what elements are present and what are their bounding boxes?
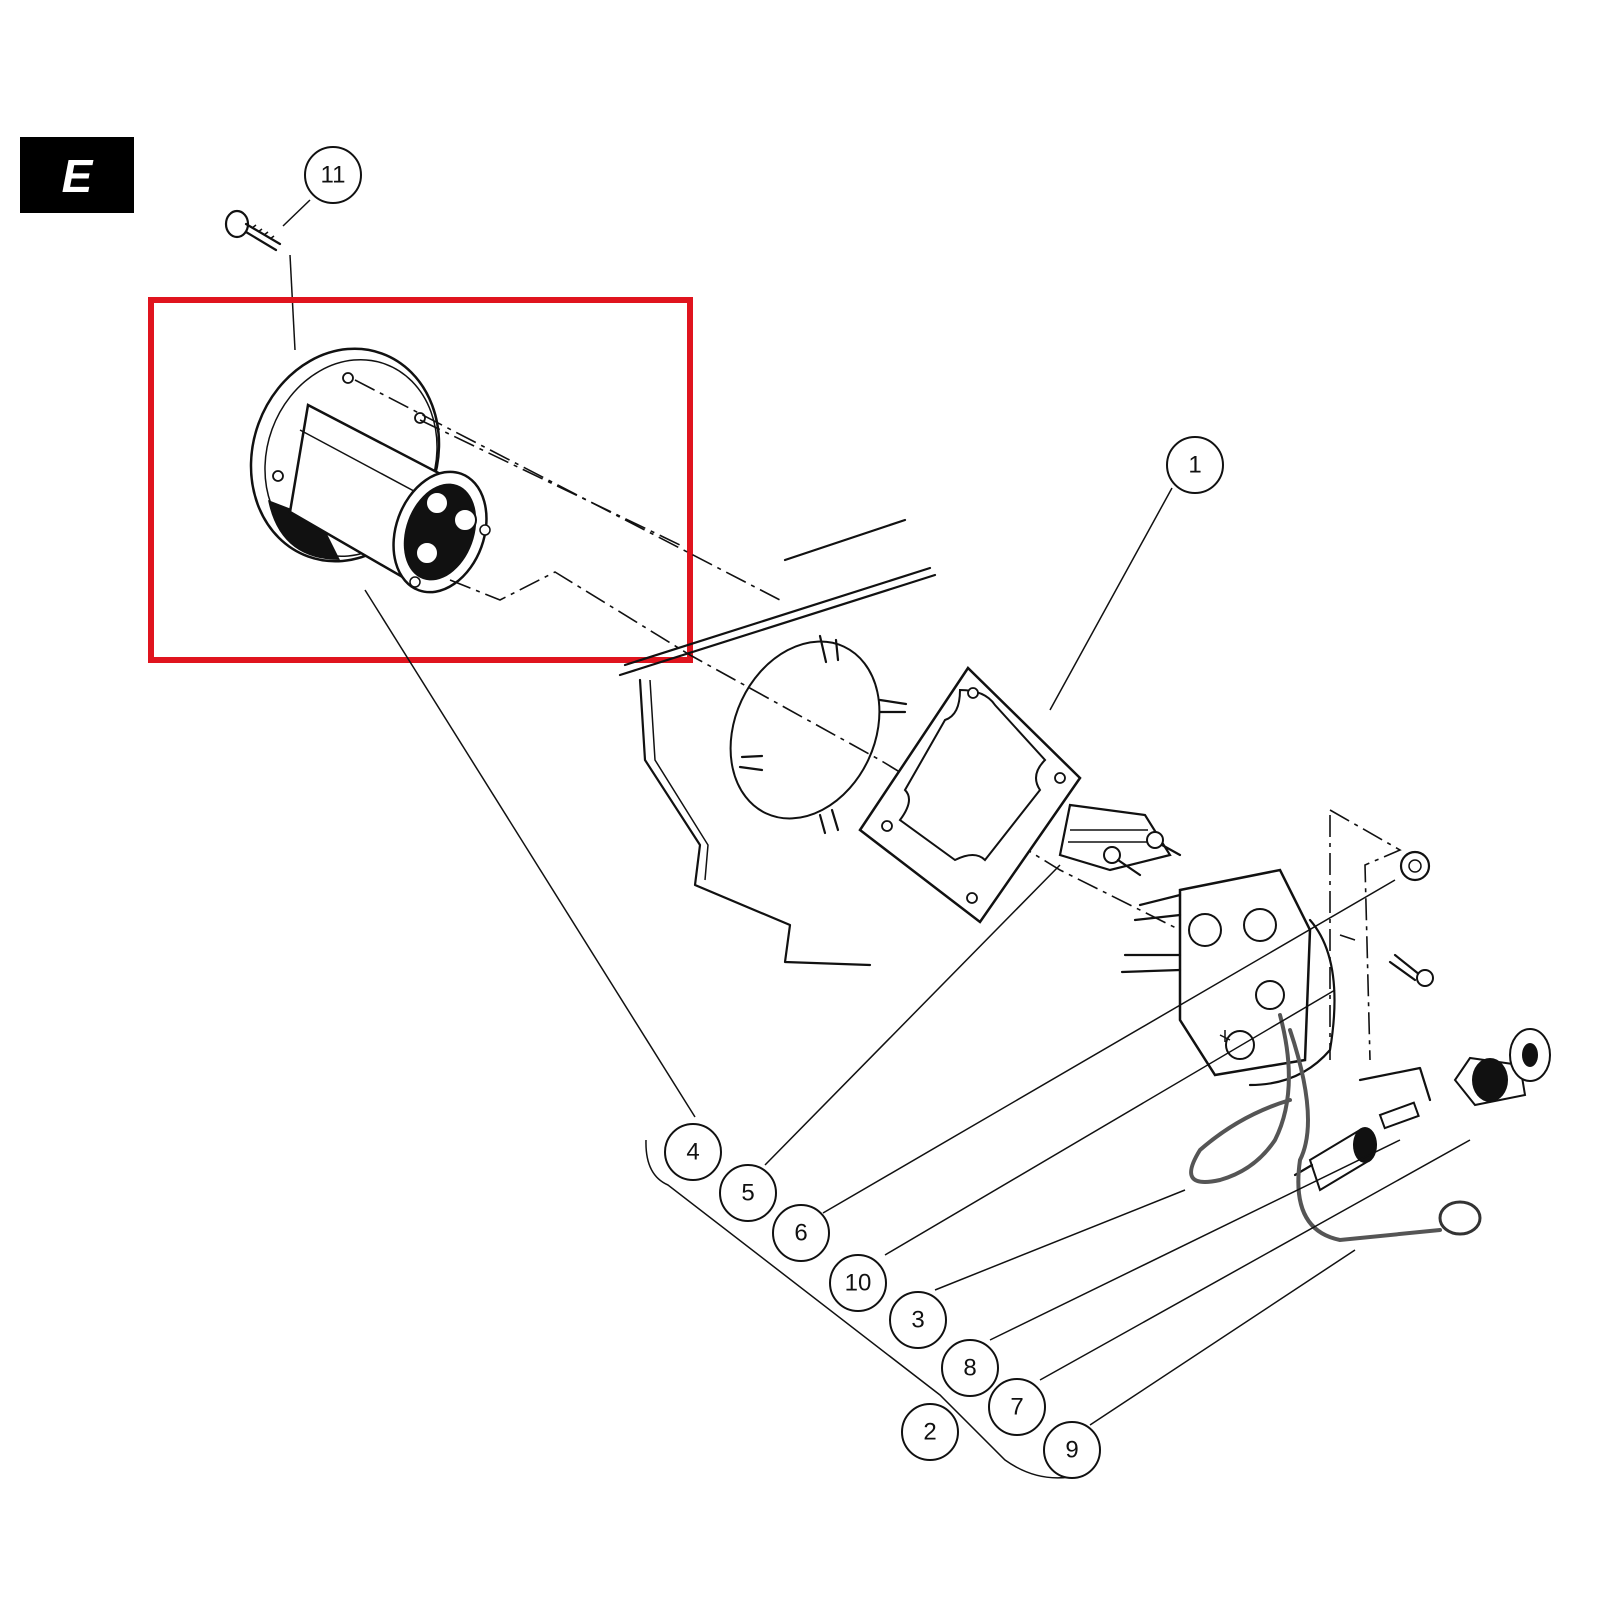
callout-7: 7 (988, 1378, 1046, 1436)
callout-label: 3 (911, 1307, 924, 1334)
callout-label: 1 (1188, 452, 1201, 479)
callout-4: 4 (664, 1123, 722, 1181)
callout-label: 4 (686, 1139, 699, 1166)
callout-label: 9 (1065, 1437, 1078, 1464)
wires (1189, 1013, 1482, 1243)
callout-label: 2 (923, 1419, 936, 1446)
callout-label: 10 (845, 1270, 872, 1297)
callout-3: 3 (889, 1291, 947, 1349)
callout-6: 6 (772, 1204, 830, 1262)
highlight-box (148, 297, 693, 663)
hardware-screw (1388, 953, 1434, 987)
part-11-screw (224, 209, 296, 351)
callout-2: 2 (901, 1403, 959, 1461)
part-5-mounting-plate (858, 666, 1082, 924)
part-4-charger-receptacle (249, 347, 491, 594)
alignment-lines (354, 379, 1402, 1061)
callout-9: 9 (1043, 1421, 1101, 1479)
callout-label: 7 (1010, 1394, 1023, 1421)
callout-11: 11 (304, 146, 362, 204)
part-2-gasket (729, 634, 908, 835)
callout-label: 6 (794, 1220, 807, 1247)
section-badge: E (20, 137, 134, 213)
callout-label: 5 (741, 1180, 754, 1207)
body-panel (618, 518, 937, 967)
callout-8: 8 (941, 1339, 999, 1397)
callout-10: 10 (829, 1254, 887, 1312)
callout-label: 11 (321, 162, 346, 189)
callout-1: 1 (1166, 436, 1224, 494)
section-badge-background (20, 137, 134, 213)
section-label: E (62, 150, 94, 202)
hardware-nut (1399, 850, 1431, 882)
callout-label: 8 (963, 1355, 976, 1382)
callout-5: 5 (719, 1164, 777, 1222)
leader-lines (282, 199, 1471, 1479)
part-6-terminal-block (1058, 803, 1182, 877)
part-8-connector (1358, 1028, 1551, 1130)
